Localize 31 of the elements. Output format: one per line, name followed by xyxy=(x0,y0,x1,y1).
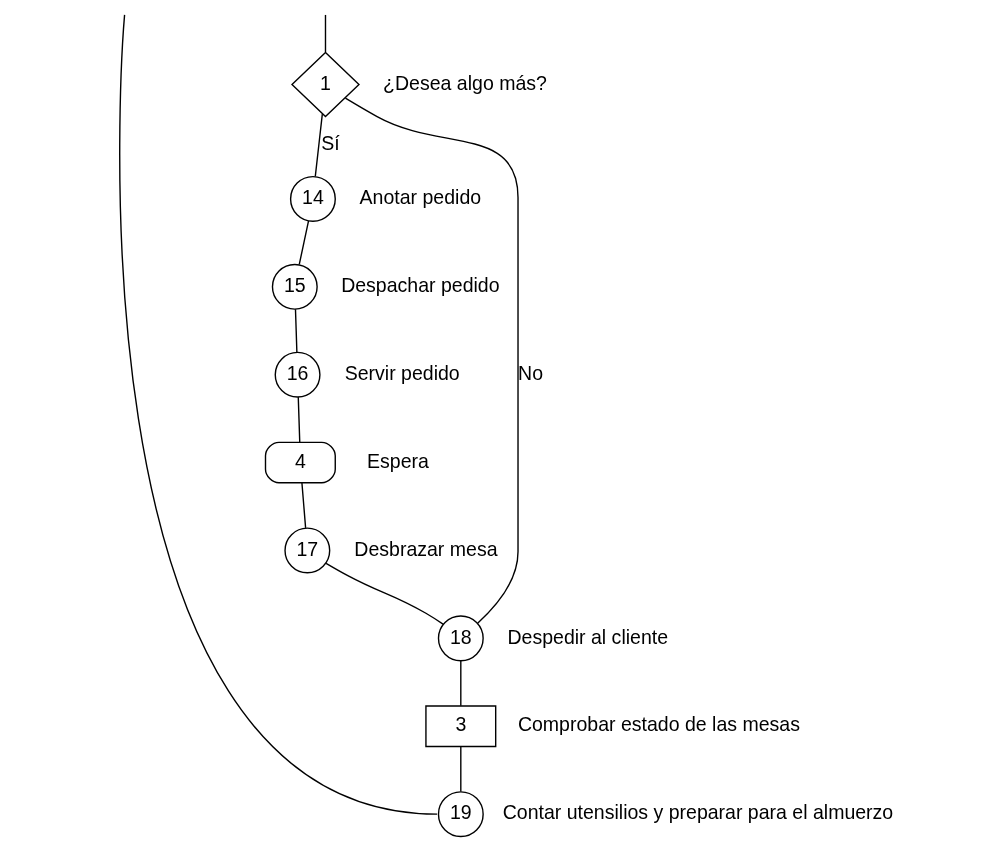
node-circle: 17 xyxy=(284,527,331,574)
connector xyxy=(325,562,445,626)
connector xyxy=(314,113,323,178)
connector xyxy=(297,396,301,443)
node-label: Contar utensilios y preparar para el almuerzo xyxy=(502,801,894,824)
edge-label: Sí xyxy=(321,132,340,155)
connector xyxy=(298,220,310,266)
node-circle: 14 xyxy=(289,175,336,222)
node-circle: 18 xyxy=(437,615,484,662)
connector xyxy=(460,745,462,793)
connector xyxy=(301,482,307,529)
node-circle: 19 xyxy=(437,791,484,838)
node-box: 3 xyxy=(425,705,497,748)
node-label: Servir pedido xyxy=(344,361,460,384)
node-circle: 15 xyxy=(271,263,318,310)
node-label: Despedir al cliente xyxy=(507,625,669,648)
node-label: ¿Desea algo más? xyxy=(383,71,547,94)
node-box: 4 xyxy=(264,441,336,484)
node-diamond: 1 xyxy=(291,51,360,118)
edge-label: No xyxy=(518,361,544,384)
node-label: Espera xyxy=(367,449,429,472)
node-label: Anotar pedido xyxy=(359,186,482,209)
node-circle: 16 xyxy=(274,351,321,398)
node-label: Despachar pedido xyxy=(341,273,500,296)
connector xyxy=(344,97,519,624)
connector xyxy=(119,14,438,815)
connector xyxy=(324,14,327,53)
node-label: Comprobar estado de las mesas xyxy=(517,713,800,736)
connector xyxy=(294,308,298,353)
connector xyxy=(460,660,462,707)
node-label: Desbrazar mesa xyxy=(354,537,498,560)
